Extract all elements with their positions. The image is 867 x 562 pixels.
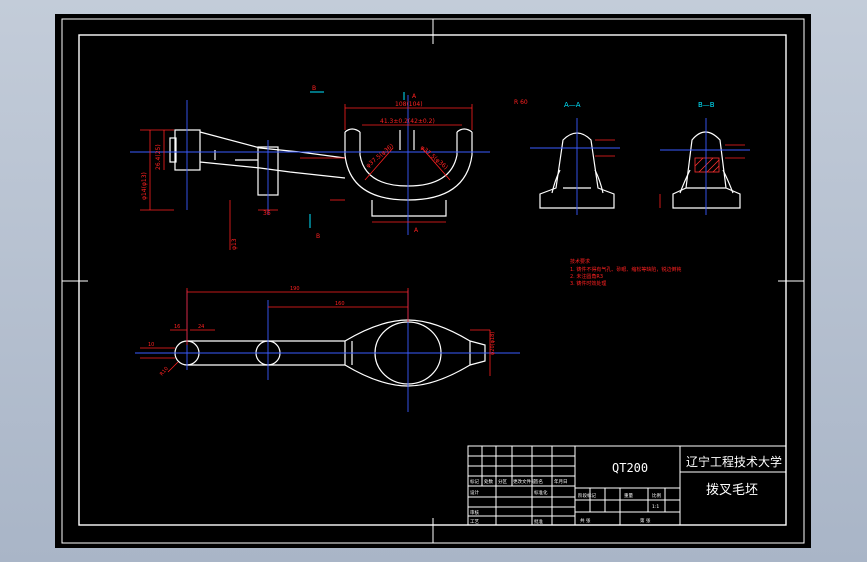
svg-text:设计: 设计 [470, 489, 479, 496]
dim-108: 108(104) [395, 101, 423, 108]
svg-text:批准: 批准 [534, 518, 543, 525]
dim-24: 24 [198, 324, 204, 330]
section-b-label: B—B [698, 101, 715, 109]
dim-phi13: φ13 [231, 238, 238, 250]
svg-text:2. 未注圆角R3: 2. 未注圆角R3 [570, 273, 603, 280]
dim-160: 160 [335, 301, 345, 307]
front-dimensions [140, 104, 473, 250]
svg-text:B: B [312, 85, 316, 92]
svg-text:B: B [316, 233, 320, 240]
svg-text:标记: 标记 [470, 478, 479, 485]
svg-text:3. 铸件时效处理: 3. 铸件时效处理 [570, 280, 606, 287]
material-label: QT200 [612, 461, 648, 475]
centering-marks [62, 19, 804, 543]
part-name: 拨叉毛坯 [706, 483, 758, 498]
svg-text:1. 铸件不得有气孔、砂眼、缩松等缺陷，锐边倒钝: 1. 铸件不得有气孔、砂眼、缩松等缺陷，锐边倒钝 [570, 266, 681, 273]
svg-text:1:1: 1:1 [652, 504, 659, 510]
technical-notes: 技术要求 1. 铸件不得有气孔、砂眼、缩松等缺陷，锐边倒钝 2. 未注圆角R3 … [570, 258, 681, 287]
svg-text:年月日: 年月日 [554, 478, 568, 485]
dim-26: 26.4(25) [155, 144, 162, 170]
dim-41: 41.3±0.2(42±0.2) [380, 118, 435, 125]
dim-190: 190 [290, 286, 300, 292]
svg-text:分区: 分区 [498, 478, 507, 485]
dim-r10: R10 [159, 366, 170, 377]
svg-text:标准化: 标准化 [534, 489, 548, 496]
svg-text:R 60: R 60 [514, 99, 528, 106]
section-a-label: A—A [564, 101, 581, 109]
front-centerlines [130, 95, 490, 235]
dim-16: 16 [174, 324, 180, 330]
svg-text:更改文件号: 更改文件号 [513, 478, 536, 485]
svg-text:审核: 审核 [470, 509, 479, 516]
title-block [467, 445, 787, 526]
svg-text:A: A [414, 227, 419, 234]
dim-10: 10 [148, 342, 154, 348]
svg-text:第 张: 第 张 [640, 517, 651, 524]
svg-text:工艺: 工艺 [470, 519, 479, 525]
dim-phi14: φ14(φ13) [141, 172, 148, 200]
svg-text:技术要求: 技术要求 [570, 258, 590, 265]
section-markers: B B A A R 60 [312, 85, 528, 240]
university-name: 辽宁工程技术大学 [686, 454, 782, 469]
svg-text:处数: 处数 [484, 478, 493, 485]
dim-phi20: φ20(φ18) [490, 332, 496, 355]
svg-text:阶段标记: 阶段标记 [578, 492, 596, 499]
top-dimensions [140, 288, 491, 376]
svg-text:重量: 重量 [624, 492, 633, 499]
dim-36: 36 [263, 210, 271, 217]
svg-text:A: A [412, 93, 417, 100]
svg-text:比例: 比例 [652, 492, 661, 499]
svg-text:共 张: 共 张 [580, 517, 591, 524]
svg-text:签名: 签名 [534, 478, 543, 485]
drawing-canvas[interactable] [55, 14, 811, 548]
